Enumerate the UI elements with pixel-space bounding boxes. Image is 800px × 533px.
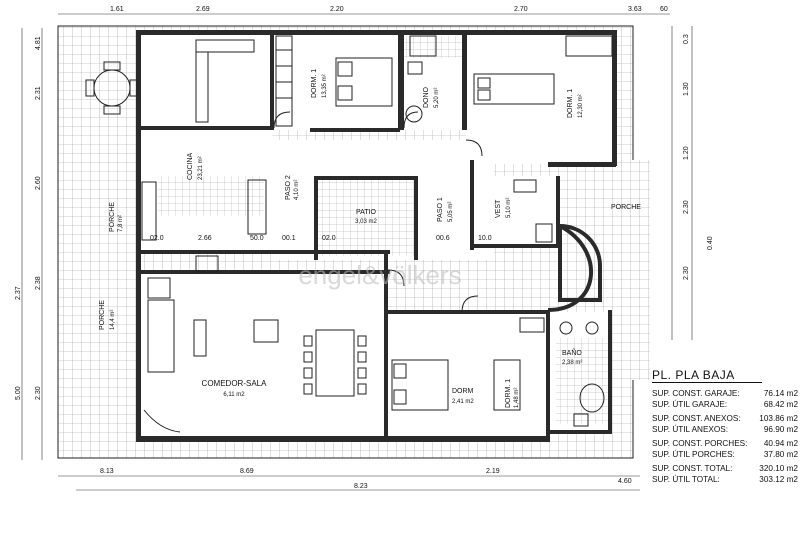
dim-bottom-4: 4.60 (618, 478, 632, 485)
dim-right-4: 2.30 (683, 200, 690, 214)
room-label-dono: DONO (423, 86, 430, 108)
dim-top-6: 60 (660, 6, 668, 13)
dim-right-1: 0.3 (683, 34, 690, 44)
dims-interior: 02.0 2.66 50.0 00.1 02.0 00.6 10.0 (150, 235, 492, 242)
dim-right-6: 0.40 (707, 236, 714, 250)
dim-left-2: 2.31 (35, 86, 42, 100)
interior-rooms (140, 34, 614, 442)
dono-floor-tiling (404, 36, 462, 58)
room-label-dorm1: DORM. 1 (311, 69, 318, 98)
dim-right-2: 1.30 (683, 82, 690, 96)
legend-row: SUP. CONST. GARAJE:76.14 m2 (652, 389, 798, 398)
legend-row: SUP. CONST. PORCHES:40.94 m2 (652, 439, 798, 448)
room-label-dorm1b: DORM. 1 (567, 89, 574, 118)
dim-int-4: 00.1 (282, 235, 296, 242)
room-label-dorm: DORM (452, 388, 474, 395)
dim-int-5: 02.0 (322, 235, 336, 242)
room-labels: DORM. 1 13,35 m² DONO 5,20 m² DORM. 1 12… (99, 69, 641, 408)
dim-int-6: 00.6 (436, 235, 450, 242)
walls (136, 30, 617, 442)
dim-left-5: 2.37 (15, 286, 22, 300)
room-area-dorm1b: 12,30 m² (578, 94, 584, 118)
legend-row: SUP. CONST. TOTAL:320.10 m2 (652, 464, 798, 473)
room-area-patio: 3,03 m2 (355, 219, 377, 225)
room-label-paso1: PASO 1 (437, 197, 444, 222)
legend-row: SUP. ÚTIL PORCHES:37.80 m2 (652, 449, 798, 459)
room-label-vest: VEST (495, 199, 502, 218)
dim-left-3: 2.60 (35, 176, 42, 190)
watermark-logo: engel&völkers (298, 260, 461, 290)
room-area-dono: 5,20 m² (434, 88, 440, 108)
room-label-paso2: PASO 2 (285, 175, 292, 200)
room-label-porche-left: PORCHE (99, 300, 106, 330)
furniture (85, 35, 613, 433)
room-label-cocina: COCINA (187, 152, 194, 180)
room-area-porche-small: 7,8 m² (118, 215, 124, 232)
dim-int-7: 10.0 (478, 235, 492, 242)
plan-title: PL. PLA BAJA (652, 368, 762, 383)
room-label-patio: PATIO (356, 209, 377, 216)
dims-left: 4.81 2.31 2.60 2.38 2.37 2.30 5.00 (15, 36, 42, 400)
dim-right-5: 2.30 (683, 266, 690, 280)
dim-top-5: 3.63 (628, 6, 642, 13)
dim-int-3: 50.0 (250, 235, 264, 242)
dim-top-3: 2.20 (330, 6, 344, 13)
dim-bottom-1: 8.13 (100, 468, 114, 475)
room-area-dorm1c: 1,48 m² (514, 388, 520, 408)
dims-bottom: 8.13 8.69 2.19 4.60 8.23 (100, 468, 632, 490)
dim-bottom-2: 8.69 (240, 468, 254, 475)
room-area-dorm: 2,41 m2 (452, 399, 474, 405)
room-label-bano: BAÑO (562, 348, 582, 357)
dim-top-1: 1.61 (110, 6, 124, 13)
surface-legend: PL. PLA BAJA SUP. CONST. GARAJE:76.14 m2… (652, 368, 798, 485)
dim-int-2: 2.66 (198, 235, 212, 242)
dim-int-1: 02.0 (150, 235, 164, 242)
dimension-lines (21, 13, 693, 491)
dim-bottom-5: 8.23 (354, 483, 368, 490)
dim-left-7: 5.00 (15, 386, 22, 400)
legend-row: SUP. ÚTIL TOTAL:303.12 m2 (652, 474, 798, 484)
room-area-paso1: 5,05 m² (448, 202, 454, 222)
room-area-porche-left: 14,4 m² (110, 310, 116, 330)
room-area-bano: 2,38 m² (562, 360, 582, 366)
legend-row: SUP. ÚTIL GARAJE:68.42 m2 (652, 399, 798, 409)
dims-top: 1.61 2.69 2.20 2.70 3.63 60 (110, 6, 668, 13)
dim-left-6: 2.30 (35, 386, 42, 400)
room-area-comedor: 6,11 m2 (223, 392, 245, 398)
room-label-dorm1c: DORM. 1 (505, 379, 512, 408)
dim-top-2: 2.69 (196, 6, 210, 13)
porche-small-tiling (158, 176, 264, 216)
dims-right: 0.3 1.30 1.20 2.30 2.30 0.40 (683, 34, 714, 280)
room-label-comedor: COMEDOR-SALA (202, 379, 268, 388)
dim-right-3: 1.20 (683, 146, 690, 160)
room-label-porche-small: PORCHE (109, 202, 116, 232)
dim-left-4: 2.38 (35, 276, 42, 290)
dim-top-4: 2.70 (514, 6, 528, 13)
dim-bottom-3: 2.19 (486, 468, 500, 475)
room-area-dorm1: 13,35 m² (322, 74, 328, 98)
room-area-paso2: 4,10 m² (294, 180, 300, 200)
legend-row: SUP. ÚTIL ANEXOS:96.90 m2 (652, 424, 798, 434)
room-area-vest: 5,10 m² (506, 198, 512, 218)
room-label-porche-top: PORCHE (611, 204, 641, 211)
room-area-cocina: 23,21 m² (198, 156, 204, 180)
patio-tiling (318, 180, 416, 256)
legend-row: SUP. CONST. ANEXOS:103.86 m2 (652, 414, 798, 423)
dim-left-1: 4.81 (35, 36, 42, 50)
